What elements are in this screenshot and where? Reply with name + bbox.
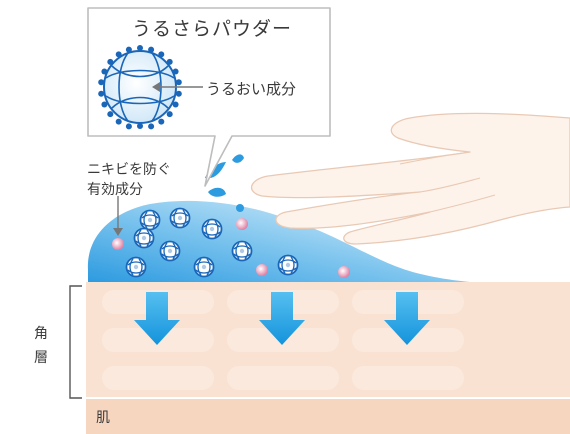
skin-cell: [227, 366, 339, 390]
acne-pointer: [113, 196, 123, 236]
powder-sphere-icon: [193, 256, 215, 278]
acne-particle-icon: [256, 264, 268, 276]
callout-title: うるさらパウダー: [131, 18, 292, 40]
moisture-pointer: [152, 82, 203, 92]
acne-label-line1: ニキビを防ぐ: [87, 162, 171, 178]
stratum-bracket: [69, 285, 82, 399]
powder-sphere-icon: [133, 227, 155, 249]
powder-sphere-icon: [201, 218, 223, 240]
down-arrow-icon: [259, 292, 305, 345]
powder-sphere-icon: [159, 240, 181, 262]
powder-sphere-icon: [169, 207, 191, 229]
moisture-label: うるおい成分: [206, 80, 297, 98]
powder-sphere-icon: [125, 256, 147, 278]
down-arrow-icon: [134, 292, 180, 345]
acne-particle-icon: [338, 266, 350, 278]
skin-base-band: [86, 398, 570, 434]
powder-sphere-icon: [231, 240, 253, 262]
down-arrow-icon: [384, 292, 430, 345]
powder-sphere-large-icon: [98, 45, 182, 130]
acne-particle-icon: [112, 238, 124, 250]
skin-cell: [102, 366, 214, 390]
stratum-label-line2: 層: [34, 350, 48, 366]
acne-label-line2: 有効成分: [87, 182, 143, 198]
powder-sphere-icon: [139, 209, 161, 231]
stratum-label-line1: 角: [34, 326, 48, 342]
acne-particles: [112, 218, 350, 278]
hand-icon: [251, 112, 570, 245]
powder-sphere-icon: [277, 254, 299, 276]
skin-label: 肌: [96, 410, 110, 426]
acne-particle-icon: [236, 218, 248, 230]
skin-cell: [352, 366, 464, 390]
